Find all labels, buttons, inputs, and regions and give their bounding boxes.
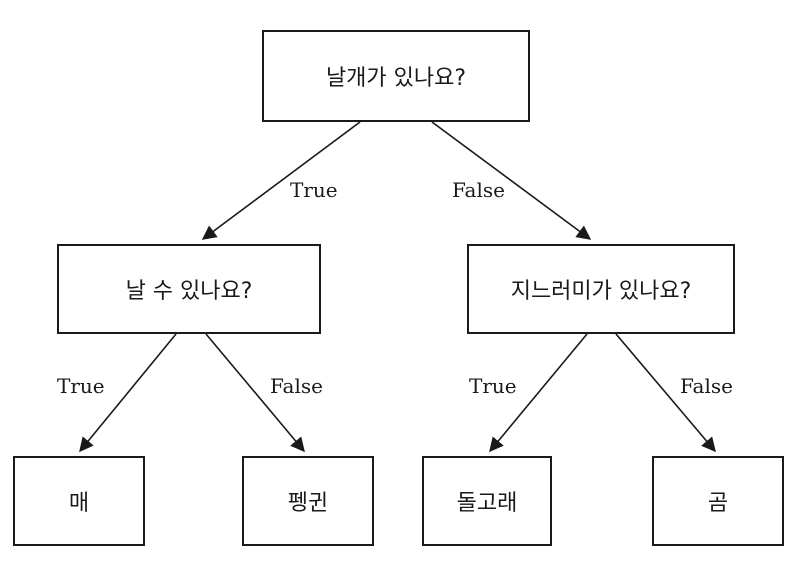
question-node-has-wings: 날개가 있나요? — [262, 30, 530, 122]
edge-label-can-fly-false: False — [270, 374, 323, 398]
edge-can-fly-to-hawk — [79, 333, 177, 453]
edge-label-root-true: True — [290, 178, 338, 202]
edge-has-fins-to-bear — [615, 333, 716, 453]
edge-root-to-has-fins — [431, 121, 592, 240]
leaf-node-dolphin: 돌고래 — [422, 456, 552, 546]
leaf-node-penguin: 펭귄 — [242, 456, 374, 546]
leaf-node-bear: 곰 — [652, 456, 784, 546]
edge-label-root-false: False — [452, 178, 505, 202]
edge-label-has-fins-false: False — [680, 374, 733, 398]
question-node-can-fly: 날 수 있나요? — [57, 244, 321, 334]
edge-can-fly-to-penguin — [205, 333, 305, 453]
edge-has-fins-to-dolphin — [489, 333, 588, 453]
question-node-has-fins: 지느러미가 있나요? — [467, 244, 735, 334]
leaf-node-hawk: 매 — [13, 456, 145, 546]
edge-label-has-fins-true: True — [469, 374, 517, 398]
edge-label-can-fly-true: True — [57, 374, 105, 398]
edge-root-to-can-fly — [201, 121, 361, 240]
